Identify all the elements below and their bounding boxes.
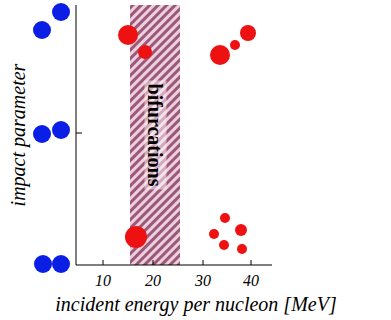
axis-title: incident energy per nucleon [MeV] bbox=[55, 294, 336, 314]
tick-label: 10 bbox=[95, 273, 111, 289]
red-fragments bbox=[118, 25, 256, 254]
axis-title: impact parameter bbox=[8, 64, 28, 207]
hatched-band: bifurcations bbox=[130, 5, 180, 265]
x-tick bbox=[251, 260, 252, 265]
y-tick bbox=[76, 133, 82, 134]
hatched-band bbox=[130, 5, 180, 265]
x-tick bbox=[203, 260, 204, 265]
y-axis bbox=[76, 5, 77, 265]
x-tick bbox=[103, 260, 104, 265]
tick-label: 20 bbox=[145, 273, 161, 289]
blue-nuclei bbox=[33, 3, 70, 273]
tick-label: 40 bbox=[243, 273, 259, 289]
tick-label: 30 bbox=[195, 273, 211, 289]
band-label: bifurcations bbox=[144, 81, 166, 190]
x-tick bbox=[153, 260, 154, 265]
x-axis bbox=[76, 265, 272, 266]
